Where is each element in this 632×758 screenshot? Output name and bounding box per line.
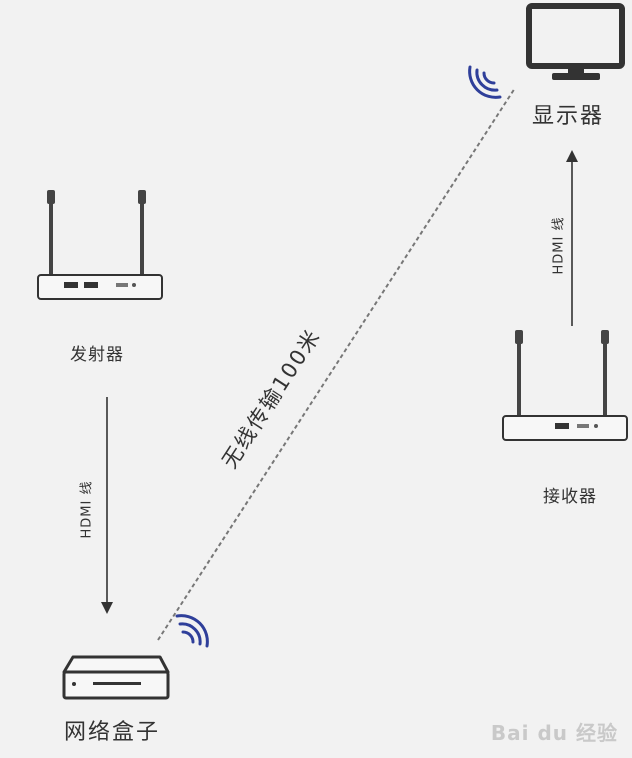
wifi-signal-icon-box bbox=[175, 614, 209, 648]
display-label: 显示器 bbox=[532, 104, 605, 129]
receiver-router-icon bbox=[502, 330, 628, 441]
network-box-label: 网络盒子 bbox=[64, 720, 161, 745]
receiver-label: 接收器 bbox=[543, 487, 597, 507]
transmitter-router-icon bbox=[37, 190, 163, 300]
hdmi-right-label: HDMI 线 bbox=[551, 216, 567, 275]
arrow-icon-left bbox=[101, 397, 113, 614]
arrow-icon-right bbox=[566, 150, 578, 326]
wifi-signal-icon bbox=[468, 65, 502, 99]
wireless-link-line bbox=[157, 87, 516, 641]
transmitter-label: 发射器 bbox=[70, 345, 124, 365]
set-top-box-icon bbox=[62, 655, 170, 700]
watermark-logo: Bai du 经验 bbox=[490, 721, 618, 745]
monitor-icon bbox=[526, 3, 625, 80]
hdmi-left-label: HDMI 线 bbox=[79, 480, 95, 539]
